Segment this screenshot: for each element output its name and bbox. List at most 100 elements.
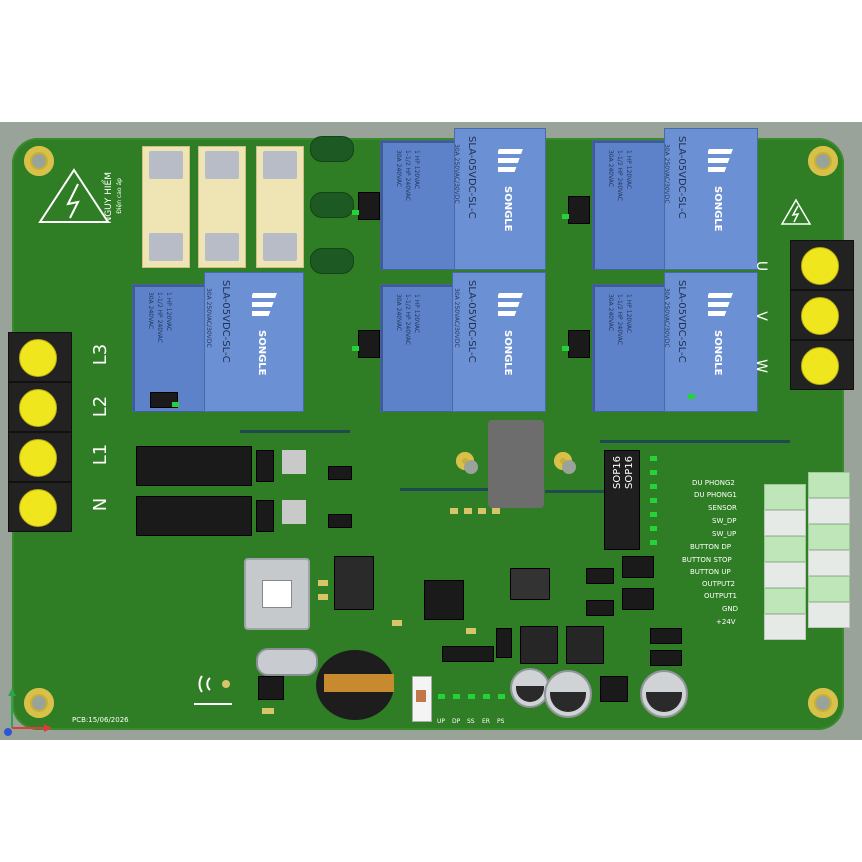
battery-clip: [324, 674, 394, 692]
solid-state-relay: [136, 496, 252, 536]
terminal-l2[interactable]: [8, 382, 72, 432]
mounting-hole: [456, 452, 478, 474]
ic-chip: [258, 676, 284, 700]
indicator-led: [650, 540, 657, 545]
diode: [328, 466, 352, 480]
indicator-led: [562, 346, 569, 351]
led-label-ss: SS: [467, 718, 475, 725]
chip-label: SOP16: [624, 456, 635, 489]
relay-model: SLA-05VDC-SL-C: [676, 136, 687, 219]
relay-brand: SONGLE: [712, 186, 723, 232]
trace: [545, 490, 615, 493]
io-connector[interactable]: [808, 524, 850, 550]
io-connector[interactable]: [808, 602, 850, 628]
terminal-w[interactable]: [790, 340, 854, 390]
relay-model: SLA-05VDC-SL-C: [676, 280, 687, 363]
io-connector[interactable]: [764, 510, 806, 536]
warning-text-high-voltage: Điện cao áp: [116, 178, 123, 214]
terminal-label-l3: L3: [90, 343, 112, 366]
terminal-v[interactable]: [790, 290, 854, 340]
io-connector[interactable]: [764, 484, 806, 510]
pin-header[interactable]: [442, 646, 494, 662]
indicator-led: [650, 526, 657, 531]
film-capacitor: [310, 136, 354, 162]
indicator-led: [453, 694, 460, 699]
relay-spec: 1 HP 120VAC 1-1/2 HP 240VAC 30A 240VAC: [607, 294, 632, 345]
terminal-l1[interactable]: [8, 432, 72, 482]
io-label-button-stop: BUTTON STOP: [682, 556, 732, 564]
relay-spec: 1 HP 120VAC 1-1/2 HP 240VAC 30A 240VAC: [607, 150, 632, 201]
indicator-led: [468, 694, 475, 699]
mounting-hole: [554, 452, 576, 474]
smd-resistor: [318, 594, 328, 600]
led-label-er: ER: [482, 718, 490, 725]
io-connector[interactable]: [764, 588, 806, 614]
io-label-output2: OUTPUT2: [702, 580, 735, 588]
antenna-icon: [194, 675, 232, 705]
relay-model: SLA-05VDC-SL-C: [466, 136, 477, 219]
optocoupler: [282, 450, 306, 474]
terminal-u[interactable]: [790, 240, 854, 290]
io-connector[interactable]: [764, 614, 806, 640]
relay-cover: [204, 272, 304, 412]
terminal-label-l2: L2: [90, 395, 112, 418]
io-connector[interactable]: [764, 562, 806, 588]
relay-spec: 1 HP 120VAC 1-1/2 HP 240VAC 30A 240VAC: [147, 292, 172, 343]
smd-resistor: [318, 580, 328, 586]
io-label-sw-dp: SW_DP: [712, 517, 737, 525]
transistor: [586, 568, 614, 584]
smd-resistor: [478, 508, 486, 514]
transistor: [358, 330, 380, 358]
relay-brand: SONGLE: [502, 186, 513, 232]
io-connector[interactable]: [808, 550, 850, 576]
triac: [256, 500, 274, 532]
electrolytic-capacitor: [640, 670, 688, 718]
pcb-date-label: PCB:15/06/2026: [72, 716, 129, 724]
indicator-led: [688, 394, 695, 399]
relay-model: SLA-05VDC-SL-C: [466, 280, 477, 363]
terminal-label-n: N: [90, 497, 112, 512]
io-label-sensor: SENSOR: [708, 504, 737, 512]
usb-port: [262, 580, 292, 608]
indicator-led: [483, 694, 490, 699]
io-connector[interactable]: [808, 576, 850, 602]
optocoupler: [622, 556, 654, 578]
io-connector[interactable]: [764, 536, 806, 562]
songle-logo-icon: [252, 293, 277, 316]
io-label-24v: +24V: [716, 618, 736, 626]
terminal-l3[interactable]: [8, 332, 72, 382]
inductor: [566, 626, 604, 664]
fuse-holder: [256, 146, 304, 268]
mounting-hole: [24, 688, 54, 718]
relay-spec: 30A 250VAC/30VDC: [453, 288, 460, 348]
transistor: [568, 330, 590, 358]
film-capacitor: [310, 248, 354, 274]
indicator-led: [650, 470, 657, 475]
smd-resistor: [392, 620, 402, 626]
trace: [400, 488, 490, 491]
high-voltage-warning-icon: [38, 168, 110, 223]
songle-logo-icon: [498, 149, 523, 172]
relay-spec: 30A 250VAC/30VDC: [663, 144, 670, 204]
relay-brand: SONGLE: [712, 330, 723, 376]
smd-resistor: [464, 508, 472, 514]
indicator-led: [438, 694, 445, 699]
indicator-led: [562, 214, 569, 219]
smd-resistor: [492, 508, 500, 514]
indicator-led: [352, 210, 359, 215]
indicator-led: [172, 402, 179, 407]
terminal-n[interactable]: [8, 482, 72, 532]
microcontroller-chip: [424, 580, 464, 620]
ic-chip: [334, 556, 374, 610]
diode: [650, 650, 682, 666]
trace: [600, 440, 790, 443]
io-label-gnd: GND: [722, 605, 739, 613]
high-voltage-warning-icon: [780, 198, 812, 225]
relay-brand: SONGLE: [502, 330, 513, 376]
io-connector[interactable]: [808, 472, 850, 498]
io-connector[interactable]: [808, 498, 850, 524]
terminal-label-v: V: [752, 311, 769, 321]
diode: [496, 628, 512, 658]
indicator-led: [650, 456, 657, 461]
